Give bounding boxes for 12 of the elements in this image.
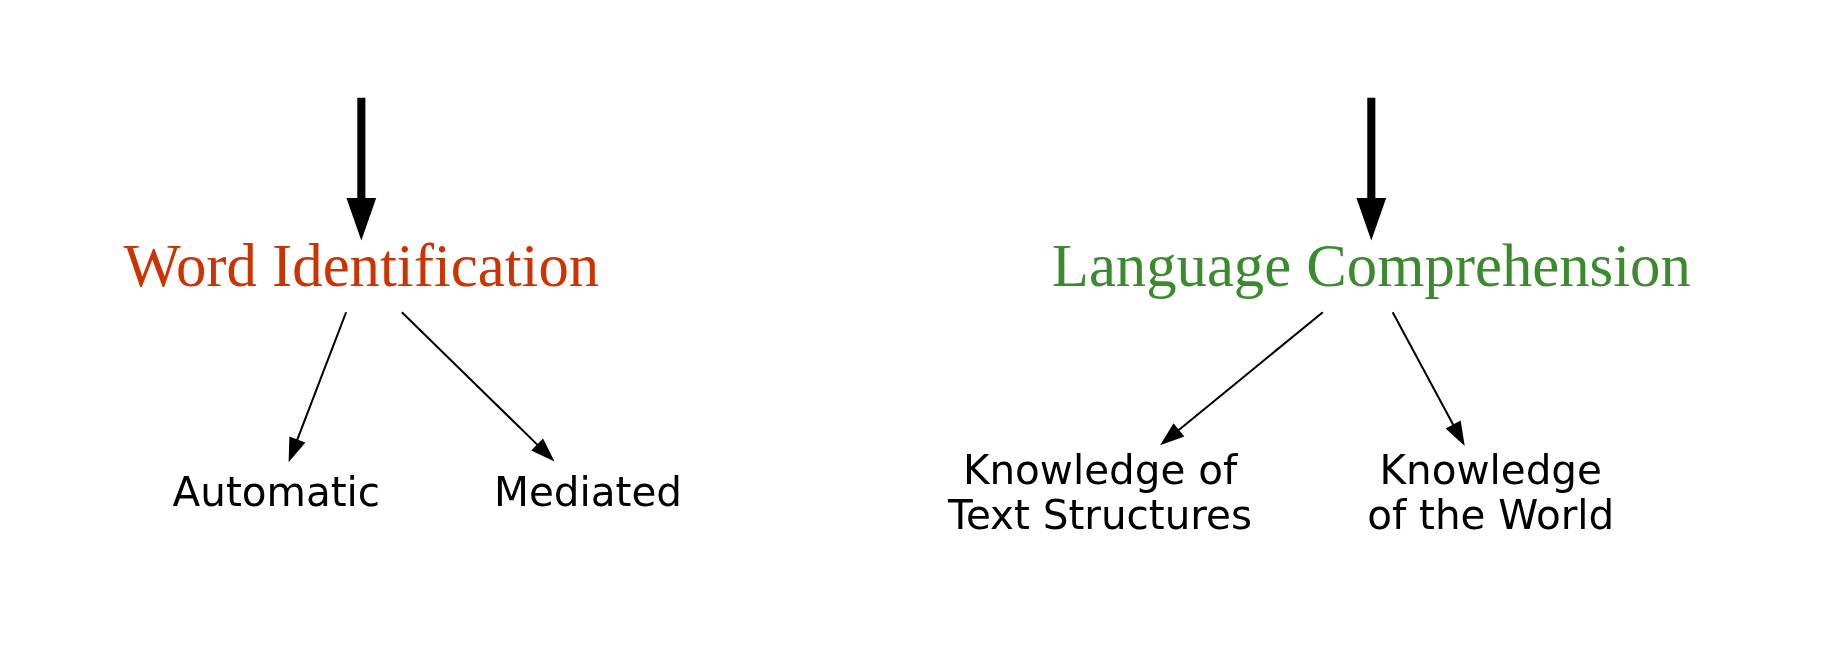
node-text: Word Identification	[123, 231, 600, 299]
arrow	[288, 311, 348, 463]
arrow	[1356, 97, 1387, 241]
node-text: Language Comprehension	[1051, 231, 1691, 299]
node-text: Knowledge of the World	[1367, 446, 1615, 539]
arrow	[1160, 311, 1324, 446]
node-text: Automatic	[172, 468, 381, 517]
node-text: Mediated	[494, 468, 683, 517]
arrow	[1391, 311, 1465, 446]
node-text: Knowledge of Text Structures	[948, 446, 1253, 539]
arrow	[346, 97, 377, 241]
arrow	[401, 311, 555, 462]
